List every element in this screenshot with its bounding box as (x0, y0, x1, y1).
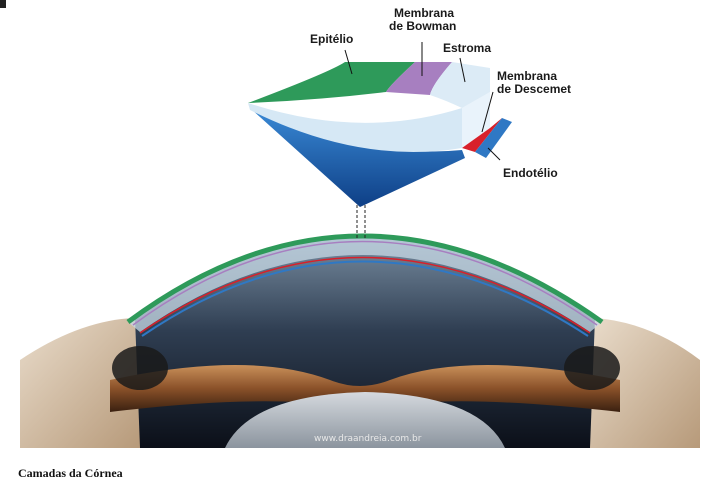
sclera-right (590, 318, 700, 448)
label-epitelio: Epitélio (310, 32, 353, 46)
magnification-cone (250, 108, 465, 207)
cornea-epithelium-arc (126, 233, 604, 325)
endothelium-face (475, 118, 512, 158)
layer-labels: Epitélio Membrana de Bowman Estroma Memb… (310, 6, 571, 180)
sclera-left (20, 318, 140, 448)
label-descemet-1: Membrana (497, 69, 557, 83)
eye-cross-section: www.draandreia.com.br (20, 200, 700, 448)
figure-caption: Camadas da Córnea (18, 466, 123, 480)
corner-mark (0, 0, 6, 8)
magnified-cornea-block (248, 62, 512, 207)
leader-lines (344, 42, 501, 161)
watermark: www.draandreia.com.br (314, 434, 422, 444)
label-estroma: Estroma (443, 41, 491, 55)
label-bowman-2: de Bowman (389, 19, 456, 33)
descemet-face (462, 118, 502, 152)
iris (110, 365, 620, 412)
label-descemet-2: de Descemet (497, 82, 571, 96)
bowman-face (386, 62, 452, 95)
lens (225, 392, 505, 448)
stroma-face (248, 103, 462, 153)
epithelium-face (248, 62, 415, 103)
cornea-descemet-arc (139, 256, 591, 334)
label-endotelio: Endotélio (503, 166, 558, 180)
label-bowman-1: Membrana (394, 6, 454, 20)
